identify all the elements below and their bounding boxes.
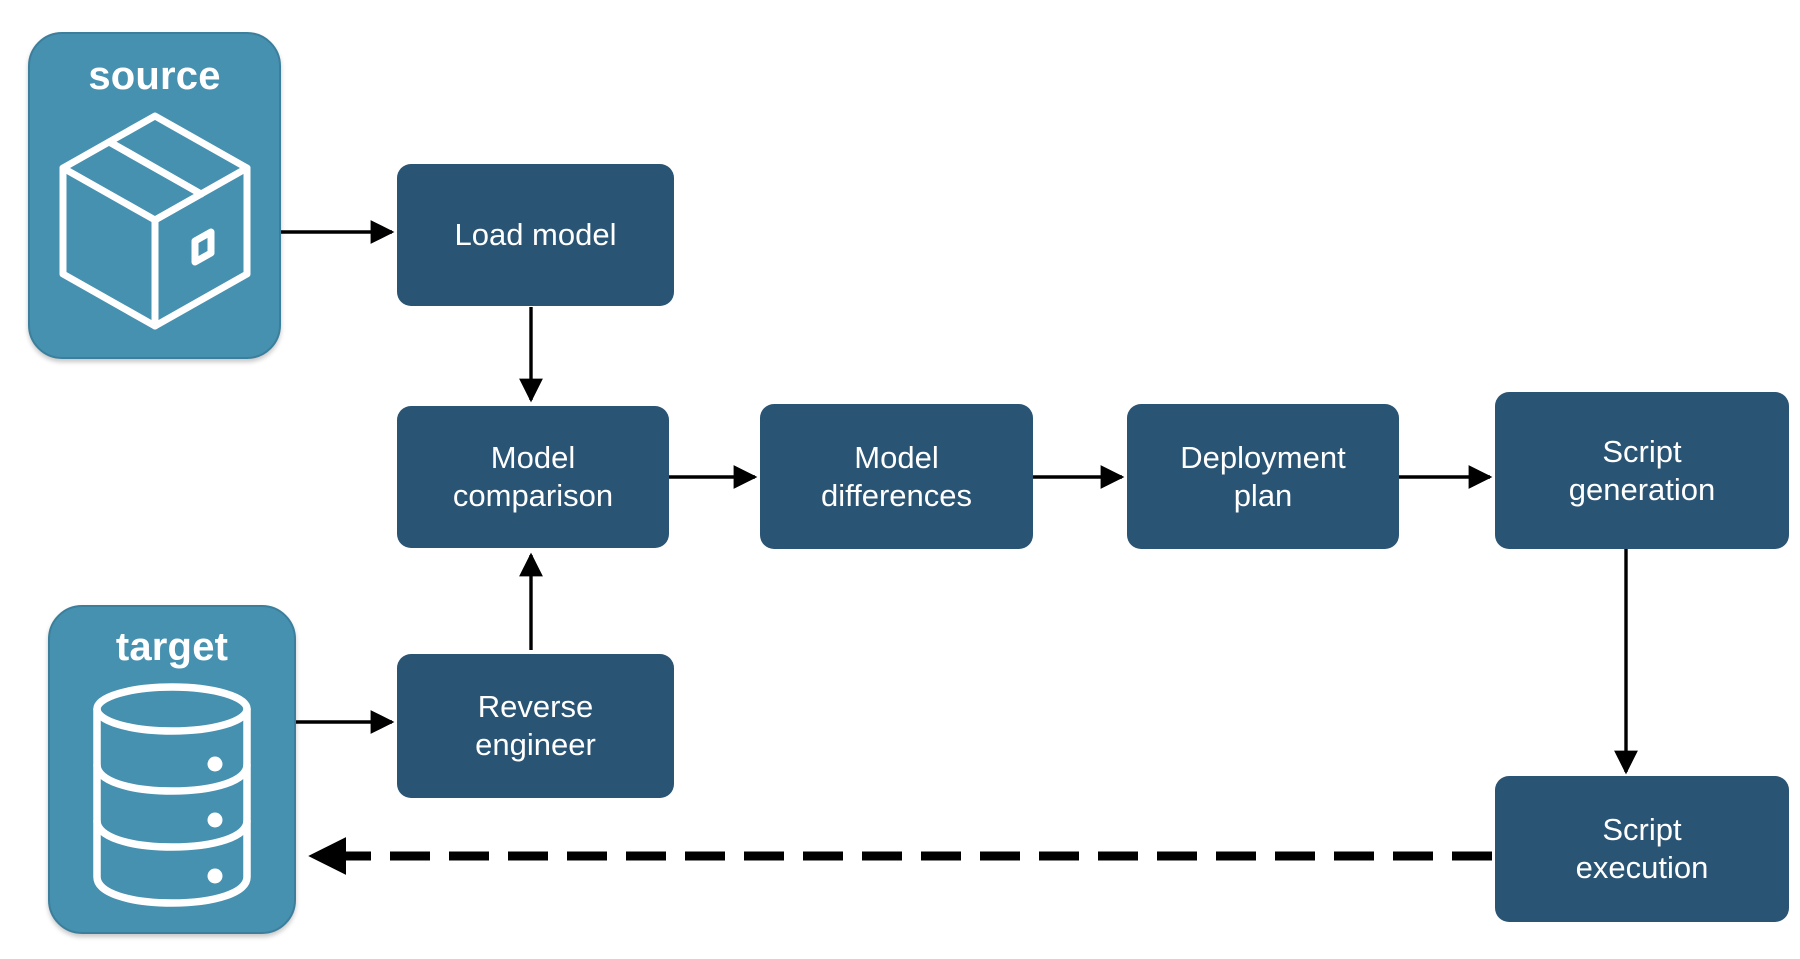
node-deployment-plan[interactable]: Deployment plan [1127,404,1399,549]
node-model-differences-line2: differences [820,477,973,513]
node-script-execution[interactable]: Script execution [1495,776,1789,922]
endpoint-target-label: target [115,625,229,669]
node-script-execution-line1: Script [1602,812,1682,848]
node-model-differences[interactable]: Model differences [760,404,1033,549]
node-model-comparison-line2: comparison [452,478,614,513]
node-deployment-plan-line2: plan [1233,477,1293,513]
node-load-model[interactable]: Load model [397,164,674,306]
node-load-model-line1: Load model [454,217,617,253]
node-deployment-plan-line1: Deployment [1180,439,1346,475]
node-reverse-engineer[interactable]: Reverse engineer [397,654,674,798]
database-cylinder-icon [93,683,251,907]
node-model-differences-line1: Model [854,439,939,475]
node-model-comparison[interactable]: Model comparison [397,406,669,548]
endpoint-target[interactable]: target [48,605,296,934]
node-script-generation-line1: Script [1602,433,1682,469]
package-box-icon [59,112,250,330]
node-model-comparison-line1: Model [490,440,576,476]
node-script-execution-line2: execution [1575,850,1709,885]
node-script-generation[interactable]: Script generation [1495,392,1789,549]
node-reverse-engineer-line1: Reverse [477,689,594,725]
endpoint-source-label: source [88,54,221,98]
node-script-generation-line2: generation [1568,471,1716,507]
node-reverse-engineer-line2: engineer [475,727,596,762]
endpoint-source[interactable]: source [28,32,281,359]
